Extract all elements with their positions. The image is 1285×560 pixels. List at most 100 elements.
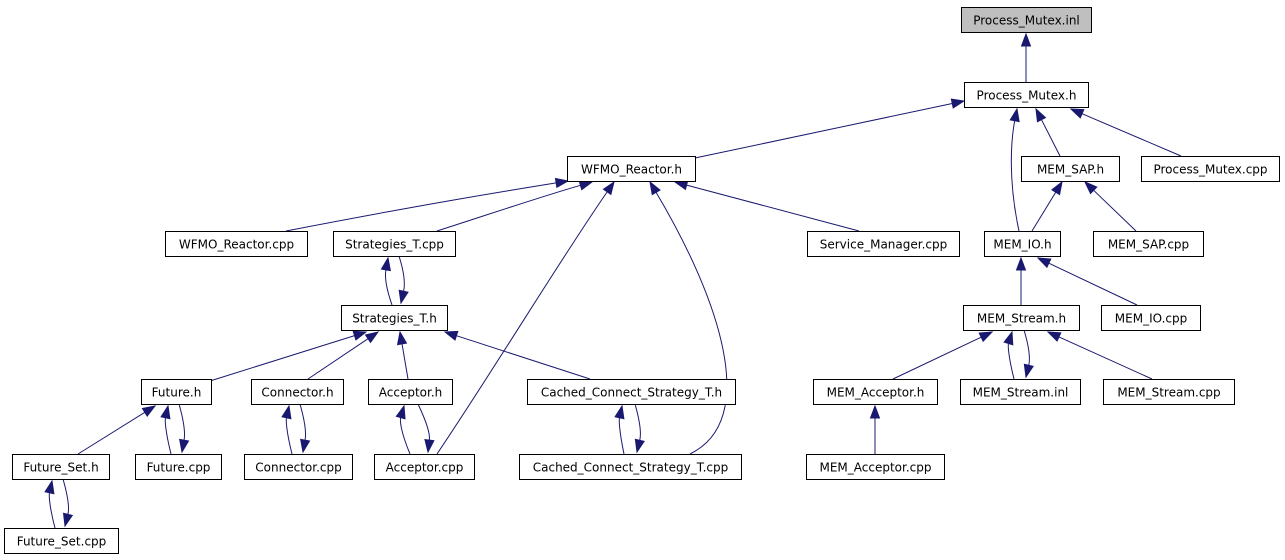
edge-arrowhead (1083, 181, 1098, 195)
node-mem-io-cpp[interactable]: MEM_IO.cpp (1101, 305, 1201, 331)
node-acceptor-cpp[interactable]: Acceptor.cpp (374, 454, 475, 480)
node-mem-acceptor-h[interactable]: MEM_Acceptor.h (813, 379, 938, 405)
edge-wfmo_reactor_h-to-process_mutex_h (694, 98, 966, 159)
edge-future_h-to-future_cpp (178, 403, 190, 454)
node-mem-stream-inl[interactable]: MEM_Stream.inl (960, 379, 1081, 405)
node-box (135, 454, 222, 480)
node-label: Strategies_T.cpp (345, 238, 444, 252)
node-future-set-cpp[interactable]: Future_Set.cpp (4, 528, 119, 554)
edge-process_mutex_cpp-to-process_mutex_h (1069, 108, 1182, 157)
edge-arrowhead (179, 438, 190, 454)
edge-line (1093, 189, 1137, 232)
node-box (1021, 156, 1120, 182)
node-box (527, 379, 736, 405)
edge-arrowhead (1015, 256, 1027, 271)
edge-mem_acceptor_h-to-mem_stream_h (892, 331, 994, 380)
edge-acceptor_cpp-to-wfmo_reactor_h (436, 180, 615, 455)
edge-line (62, 478, 69, 515)
node-box (251, 379, 344, 405)
edge-line (178, 403, 186, 441)
node-service-manager-cpp[interactable]: Service_Manager.cpp (807, 231, 960, 257)
edge-arrowhead (395, 404, 406, 420)
edge-line (892, 336, 982, 380)
node-mem-stream-cpp[interactable]: MEM_Stream.cpp (1103, 379, 1235, 405)
node-wfmo-reactor-cpp[interactable]: WFMO_Reactor.cpp (165, 231, 308, 257)
node-future-h[interactable]: Future.h (141, 379, 212, 405)
edge-line (1048, 262, 1138, 306)
edge-line (1023, 329, 1030, 366)
node-box (567, 156, 696, 182)
node-label: MEM_Stream.inl (973, 386, 1069, 400)
edge-arrowhead (443, 330, 459, 341)
edge-line (398, 255, 405, 292)
edge-arrowhead (649, 180, 661, 196)
edge-line (686, 184, 860, 232)
edge-arrowhead (869, 404, 881, 419)
node-label: MEM_Stream.cpp (1117, 386, 1220, 400)
edge-mem_stream_h-to-mem_io_h (1015, 256, 1027, 305)
edge-arrowhead (578, 180, 594, 191)
edge-line (1007, 343, 1015, 380)
edge-line (401, 343, 409, 380)
node-connector-cpp[interactable]: Connector.cpp (244, 454, 353, 480)
node-acceptor-h[interactable]: Acceptor.h (368, 379, 453, 405)
node-process-mutex-cpp[interactable]: Process_Mutex.cpp (1141, 156, 1280, 182)
node-strategies-t-h[interactable]: Strategies_T.h (341, 305, 448, 331)
node-wfmo-reactor-h[interactable]: WFMO_Reactor.h (567, 156, 696, 182)
node-process-mutex-h[interactable]: Process_Mutex.h (964, 82, 1089, 108)
node-future-set-h[interactable]: Future_Set.h (12, 454, 110, 480)
edge-future_cpp-to-future_h (160, 404, 172, 455)
edge-line (164, 417, 172, 455)
edge-arrowhead (634, 438, 645, 454)
node-box (141, 379, 212, 405)
node-cached-connect-strategy-t-cpp[interactable]: Cached_Connect_Strategy_T.cpp (519, 454, 742, 480)
edge-line (48, 492, 56, 529)
edge-line (1041, 119, 1061, 157)
node-mem-sap-cpp[interactable]: MEM_SAP.cpp (1093, 231, 1204, 257)
node-mem-sap-h[interactable]: MEM_SAP.h (1021, 156, 1120, 182)
edge-arrowhead (396, 330, 408, 346)
edge-acceptor_h-to-acceptor_cpp (417, 403, 435, 454)
node-box (341, 305, 448, 331)
edge-arrowhead (1023, 363, 1034, 379)
edge-line (655, 192, 728, 455)
node-connector-h[interactable]: Connector.h (251, 379, 344, 405)
node-label: MEM_Acceptor.cpp (819, 461, 931, 475)
edge-arrowhead (364, 331, 380, 344)
node-box (1101, 305, 1201, 331)
edge-arrowhead (398, 289, 409, 305)
edge-line (285, 417, 293, 455)
node-box (806, 454, 945, 480)
node-future-cpp[interactable]: Future.cpp (135, 454, 222, 480)
edge-process_mutex_h-to-process_mutex_inl (1020, 32, 1032, 82)
edge-arrowhead (352, 330, 368, 341)
edge-strategies_t_cpp-to-strategies_t_h (398, 255, 409, 305)
edge-line (694, 102, 953, 159)
node-label: MEM_Acceptor.h (827, 386, 925, 400)
node-box (960, 379, 1081, 405)
node-mem-stream-h[interactable]: MEM_Stream.h (963, 305, 1080, 331)
edge-future_set_h-to-future_set_cpp (62, 478, 74, 528)
edge-arrowhead (44, 479, 55, 495)
node-mem-acceptor-cpp[interactable]: MEM_Acceptor.cpp (806, 454, 945, 480)
edge-arrowhead (978, 331, 994, 343)
edge-connector_h-to-strategies_t_h (307, 331, 380, 380)
node-cached-connect-strategy-t-h[interactable]: Cached_Connect_Strategy_T.h (527, 379, 736, 405)
nodes-layer: Process_Mutex.inlProcess_Mutex.hWFMO_Rea… (4, 7, 1280, 554)
edge-acceptor_cpp-to-acceptor_h (395, 404, 411, 455)
node-box (1141, 156, 1280, 182)
edge-arrowhead (1020, 32, 1032, 47)
node-mem-io-h[interactable]: MEM_IO.h (984, 231, 1061, 257)
node-label: WFMO_Reactor.h (581, 163, 682, 177)
edge-mem_acceptor_cpp-to-mem_acceptor_h (869, 404, 881, 454)
node-label: Future_Set.cpp (17, 535, 107, 549)
node-label: Future.h (152, 386, 202, 400)
edge-arrowhead (673, 180, 689, 191)
edge-future_set_h-to-future_h (77, 405, 157, 455)
edge-line (299, 403, 307, 441)
edge-future_h-to-strategies_t_h (209, 330, 368, 382)
edge-line (436, 191, 608, 455)
node-label: MEM_IO.cpp (1115, 312, 1187, 326)
node-strategies-t-cpp[interactable]: Strategies_T.cpp (333, 231, 456, 257)
